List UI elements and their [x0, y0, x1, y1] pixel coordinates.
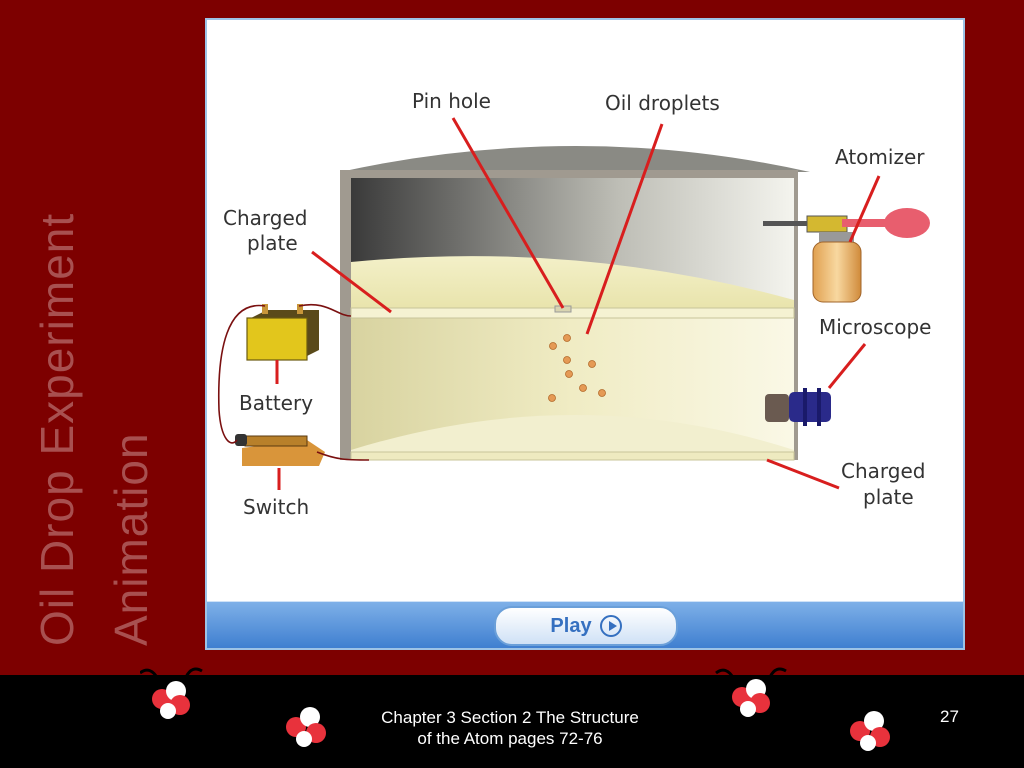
- label-switch: Switch: [243, 495, 309, 519]
- lower-charged-plate: [351, 415, 794, 460]
- label-pin-hole: Pin hole: [412, 89, 491, 113]
- oil-drop-diagram: Pin hole Oil droplets Atomizer Charged p…: [217, 89, 931, 519]
- page-number: 27: [940, 707, 959, 726]
- atomizer: [763, 208, 930, 303]
- upper-charged-plate: [351, 256, 794, 316]
- label-battery: Battery: [239, 391, 313, 415]
- play-button[interactable]: Play: [494, 606, 678, 646]
- microscope: [765, 388, 831, 426]
- chamber-lid: [340, 146, 810, 172]
- play-bar: Play: [207, 601, 963, 648]
- footer-text: Chapter 3 Section 2 The Structure of the…: [340, 707, 680, 749]
- label-oil-droplets: Oil droplets: [605, 91, 720, 115]
- molecule-icon: [715, 667, 787, 717]
- play-circle-icon: [599, 615, 622, 637]
- molecule-icon: [286, 707, 326, 747]
- label-microscope: Microscope: [819, 315, 931, 339]
- footer: Chapter 3 Section 2 The Structure of the…: [0, 667, 1024, 768]
- slide-title-line1: Oil Drop Experiment: [31, 212, 83, 646]
- pointer-lines: [275, 117, 881, 490]
- molecule-icon: [850, 711, 890, 751]
- footer-text-line1: Chapter 3 Section 2 The Structure: [381, 708, 639, 727]
- label-charged-plate-top-1: Charged: [223, 206, 307, 230]
- slide-title-line2: Animation: [105, 432, 157, 646]
- footer-text-line2: of the Atom pages 72-76: [417, 729, 603, 748]
- wires: [217, 303, 370, 461]
- label-charged-plate-bottom-1: Charged: [841, 459, 925, 483]
- label-charged-plate-bottom-2: plate: [863, 485, 914, 509]
- molecule-icon: [140, 667, 203, 719]
- animation-panel: Pin hole Oil droplets Atomizer Charged p…: [205, 18, 965, 650]
- label-atomizer: Atomizer: [835, 145, 925, 169]
- battery-graphic: [246, 304, 319, 361]
- label-charged-plate-top-2: plate: [247, 231, 298, 255]
- play-button-label: Play: [550, 614, 592, 637]
- oil-droplets: [548, 334, 606, 402]
- switch-graphic: [235, 434, 325, 466]
- slide: Oil Drop Experiment Animation: [31, 18, 965, 650]
